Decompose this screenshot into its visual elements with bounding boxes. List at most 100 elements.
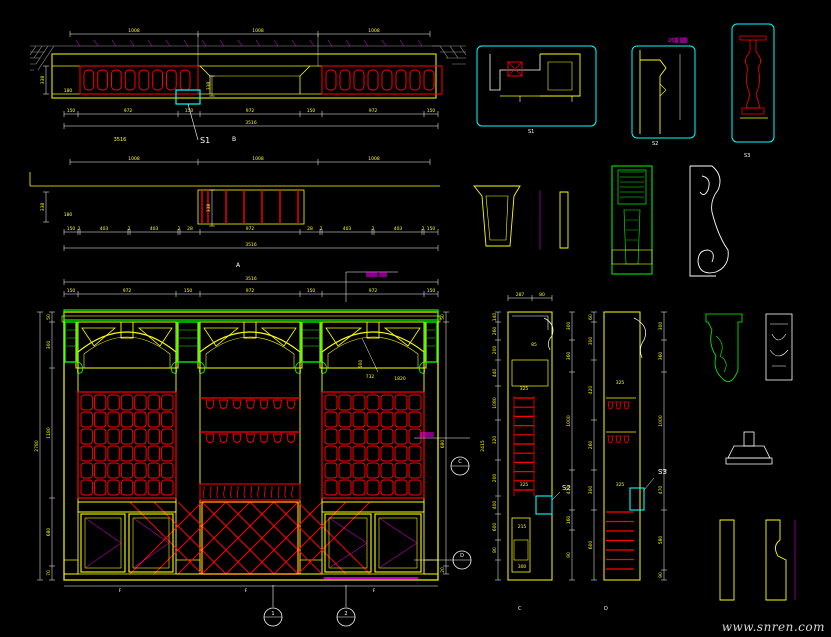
plan-a-total-dim-label: 3516 — [245, 242, 257, 248]
section-c-upper-box — [511, 359, 549, 387]
wine-glass — [205, 433, 215, 443]
plan-b-total: 3516 — [114, 137, 127, 143]
rack-cell — [352, 394, 366, 411]
elev-right-dim-label: 680 — [440, 440, 446, 449]
section-d-dimensions: 6030042026030060030036010004705809032532… — [588, 311, 667, 581]
arch-corbel — [77, 361, 177, 374]
plan-b-rack-bottle — [166, 69, 177, 91]
section-c-left-dim-label: 140 — [492, 313, 498, 322]
section-c-left-dim-label: 200 — [492, 346, 498, 355]
diamond-lattice — [297, 501, 371, 575]
plan-a-top-dim-label: 1008 — [368, 156, 380, 162]
elev-height-dim-label: 2780 — [34, 440, 40, 452]
plan-a-bottom-dim-label: 2 — [372, 226, 375, 232]
wine-glass — [205, 399, 215, 409]
section-d-right-dim-label: 90 — [658, 572, 664, 578]
plan-b-rack-frame — [321, 65, 443, 95]
plan-b-mark — [291, 39, 297, 47]
elev-top-dim-label: 972 — [123, 288, 132, 294]
rack-cell — [338, 394, 352, 411]
section-c-left-dim-label: 320 — [492, 436, 498, 445]
plan-b-rack-bottle — [367, 69, 379, 91]
rack-cell — [134, 479, 147, 496]
door-panel — [324, 513, 372, 573]
lower-cabinet-doors — [77, 501, 425, 573]
wine-glass — [218, 399, 229, 409]
baluster — [236, 486, 239, 499]
rack-cell — [107, 445, 120, 462]
plan-b-wall-hatch — [29, 45, 467, 71]
svg-text:C: C — [518, 606, 522, 612]
rack-frame — [77, 391, 177, 499]
section-d-inner: 325 — [616, 380, 625, 386]
plan-a-bottom-dim-label: 403 — [150, 226, 159, 232]
elev-right-dim-label: 50 — [440, 314, 446, 320]
plan-b-bottom-dim-label: 972 — [124, 108, 133, 114]
section-d-glass — [607, 435, 614, 444]
section-d-left-dim-label: 300 — [588, 486, 594, 495]
elevation-crown — [63, 309, 439, 321]
plan-b-top-dim-label: 1008 — [368, 28, 380, 34]
arch-spandrel — [325, 327, 421, 347]
section-d-glass — [615, 435, 622, 444]
wine-glass — [259, 399, 269, 409]
arch-spandrel — [203, 327, 297, 347]
wine-rack-right — [321, 391, 425, 499]
section-c-lower — [511, 517, 531, 573]
plan-b-rack-bottle — [353, 69, 365, 91]
section-d-right-dim-label: 470 — [658, 486, 664, 495]
plan-b-mark — [255, 39, 261, 47]
wine-glass — [272, 433, 283, 443]
elev-left-dim-label: 50 — [46, 314, 52, 320]
rack-cell — [408, 428, 422, 445]
elev-left-dim-label: 680 — [46, 528, 52, 537]
rack-cell — [134, 462, 147, 479]
section-c-top-dim-label: 80 — [539, 292, 545, 298]
section-c-right-dim-label: 360 — [566, 352, 572, 361]
plan-b-bottom-dim-label: 972 — [369, 108, 378, 114]
section-c-right-dim-label: 300 — [566, 322, 572, 331]
rack-cell — [134, 428, 147, 445]
wine-glass — [218, 433, 229, 443]
plan-b-mark — [219, 39, 225, 47]
plan-b-rack-bottle — [111, 69, 122, 91]
plan-b-rack-bottle — [423, 69, 435, 91]
plan-b-rack-bottle — [395, 69, 407, 91]
rack-cell — [366, 428, 380, 445]
plan-b-mark — [345, 39, 351, 47]
svg-text:D: D — [604, 606, 608, 612]
rack-cell — [134, 445, 147, 462]
section-d-glass — [607, 401, 614, 410]
plan-b-top-dim-label: 1008 — [128, 28, 140, 34]
elev-floor-mark: F — [245, 588, 248, 594]
rack-cell — [107, 411, 120, 428]
plan-b-wine-racks — [79, 65, 443, 95]
svg-text:S2: S2 — [652, 141, 658, 147]
rack-cell — [120, 394, 134, 411]
elev-top-dim-label: 150 — [67, 288, 76, 294]
detail-scroll-bracket — [689, 165, 729, 277]
plan-a-bottom-dim-label: 403 — [100, 226, 109, 232]
section-c-right-dim-label: 90 — [566, 552, 572, 558]
rack-cell — [324, 445, 338, 462]
rack-cell — [93, 445, 107, 462]
elev-top-dim-label: 150 — [307, 288, 316, 294]
rack-frame — [321, 391, 425, 499]
section-c-outline — [507, 311, 553, 581]
plan-b-rack-bottle — [97, 69, 108, 91]
plan-b-rack-frame — [79, 65, 199, 95]
rack-cell — [161, 411, 174, 428]
baluster — [277, 486, 280, 499]
grid-marker-2: 2 — [336, 585, 356, 627]
arch-curve-inner — [205, 336, 295, 368]
rack-cell — [408, 411, 422, 428]
elev-top-dim-label: 972 — [246, 288, 255, 294]
rack-cell — [352, 445, 366, 462]
section-marker-d: D — [452, 550, 472, 570]
